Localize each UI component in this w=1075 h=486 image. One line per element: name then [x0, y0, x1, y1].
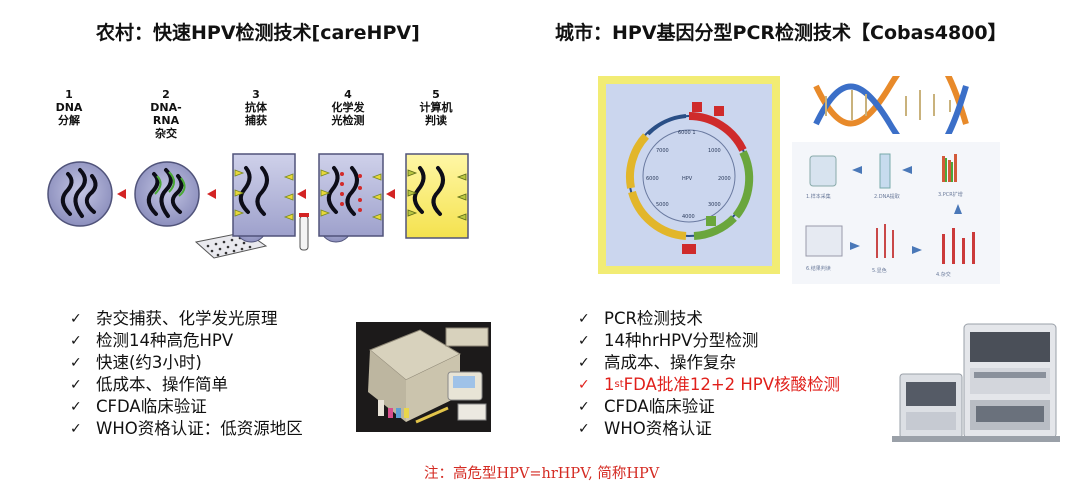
svg-text:4000: 4000: [682, 214, 695, 220]
svg-text:6.结果判读: 6.结果判读: [806, 265, 831, 272]
svg-text:HPV: HPV: [682, 176, 693, 182]
arrow-icon: [386, 189, 395, 199]
svg-text:1000: 1000: [708, 148, 721, 154]
step-3-well: [232, 153, 296, 243]
step-5-well: [405, 153, 469, 239]
list-item: ✓CFDA临床验证: [70, 397, 207, 416]
check-icon: ✓: [578, 399, 590, 415]
svg-text:3000: 3000: [708, 202, 721, 208]
left-title: 农村：快速HPV检测技术[careHPV]: [96, 22, 420, 44]
svg-text:6000 1: 6000 1: [678, 130, 696, 136]
list-item: ✓检测14种高危HPV: [70, 331, 234, 350]
check-icon: ✓: [578, 311, 590, 327]
left-feature-list: ✓杂交捕获、化学发光原理 ✓检测14种高危HPV ✓快速(约3小时) ✓低成本、…: [70, 308, 303, 440]
check-icon: ✓: [578, 377, 590, 393]
check-icon: ✓: [70, 355, 82, 371]
step-1-cell: [47, 161, 113, 227]
arrow-icon: [207, 189, 216, 199]
right-title: 城市：HPV基因分型PCR检测技术【Cobas4800】: [555, 22, 1007, 44]
step-2-cell: [134, 161, 200, 227]
list-item: ✓WHO资格认证：低资源地区: [70, 419, 303, 438]
carehpv-device-image: [356, 322, 491, 432]
hpv-genome-map-image: 6000 1 7000 1000 6000 HPV 2000 5000 3000…: [598, 76, 780, 274]
check-icon: ✓: [70, 399, 82, 415]
svg-text:5000: 5000: [656, 202, 669, 208]
list-item: ✓低成本、操作简单: [70, 375, 228, 394]
svg-text:2000: 2000: [718, 176, 731, 182]
check-icon: ✓: [70, 377, 82, 393]
check-icon: ✓: [70, 333, 82, 349]
svg-text:5.显色: 5.显色: [872, 267, 887, 274]
footnote: 注：高危型HPV=hrHPV, 简称HPV: [424, 466, 660, 482]
arrow-icon: [117, 189, 126, 199]
check-icon: ✓: [70, 311, 82, 327]
list-item: ✓WHO资格认证: [578, 419, 712, 438]
dna-helix-icon: [813, 76, 969, 134]
svg-text:4.杂交: 4.杂交: [936, 271, 951, 278]
sample-tube-icon: [299, 213, 309, 251]
svg-text:2.DNA提取: 2.DNA提取: [874, 193, 900, 200]
list-item: ✓CFDA临床验证: [578, 397, 715, 416]
list-item: ✓快速(约3小时): [70, 353, 202, 372]
check-icon: ✓: [578, 421, 590, 437]
check-icon: ✓: [70, 421, 82, 437]
step-4-well: [318, 153, 384, 243]
check-icon: ✓: [578, 355, 590, 371]
list-item: ✓高成本、操作复杂: [578, 353, 736, 372]
check-icon: ✓: [578, 333, 590, 349]
list-item: ✓PCR检测技术: [578, 309, 703, 328]
svg-text:3.PCR扩增: 3.PCR扩增: [938, 191, 963, 198]
svg-text:1.样本采集: 1.样本采集: [806, 193, 831, 200]
cobas4800-device-image: [892, 323, 1060, 442]
pcr-workflow-image: 1.样本采集 2.DNA提取 3.PCR扩增 4.杂交 5.显色 6.结果判读: [792, 142, 1000, 284]
list-item: ✓14种hrHPV分型检测: [578, 331, 759, 350]
steps-graphic: [47, 153, 469, 259]
list-item: ✓杂交捕获、化学发光原理: [70, 309, 278, 328]
arrow-icon: [297, 189, 306, 199]
svg-text:7000: 7000: [656, 148, 669, 154]
svg-text:6000: 6000: [646, 176, 659, 182]
